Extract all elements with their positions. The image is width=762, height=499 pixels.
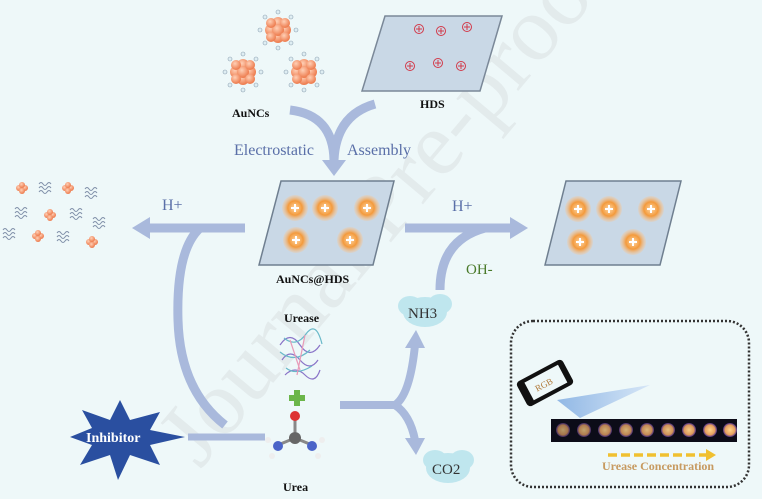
detection-panel [509,319,751,489]
oh-minus-label: OH- [466,262,493,278]
aunc-label: AuNCs [232,106,270,120]
well-strip [551,419,737,442]
inhibitor-star-icon [70,400,185,480]
hydrolysis-arrow [340,330,425,455]
hds-sheet [360,15,504,92]
acid-degradation-arrow [132,217,245,429]
urease-concentration-label: Urease Concentration [602,459,714,473]
co2-label: CO2 [432,462,460,478]
assembly-arrow [289,99,377,176]
smartphone-icon: RGB [516,359,574,407]
concentration-arrow [608,449,716,461]
aunc-hds-label: AuNCs@HDS [276,272,350,286]
inhibitor-label: Inhibitor [86,431,140,446]
electrostatic-label: Electrostatic [234,142,314,159]
nh3-cloud [398,294,452,327]
h-plus-right-label: H+ [452,198,473,215]
urea-molecule-icon [265,411,325,459]
urease-protein-icon [279,328,323,380]
aunc-clusters [222,9,325,93]
h-plus-left-label: H+ [162,197,183,214]
urease-label: Urease [284,311,320,325]
alkaline-arrow [405,217,528,291]
urea-label: Urea [283,480,308,494]
co2-cloud [423,450,474,483]
plus-icon [289,390,305,406]
camera-beam [557,385,650,418]
aunc-hds-sheet-aggregated [544,180,682,266]
hds-label: HDS [420,97,445,111]
assembly-label: Assembly [347,142,411,159]
degraded-products [2,182,106,248]
aunc-hds-sheet [258,180,395,266]
nh3-label: NH3 [408,306,437,322]
